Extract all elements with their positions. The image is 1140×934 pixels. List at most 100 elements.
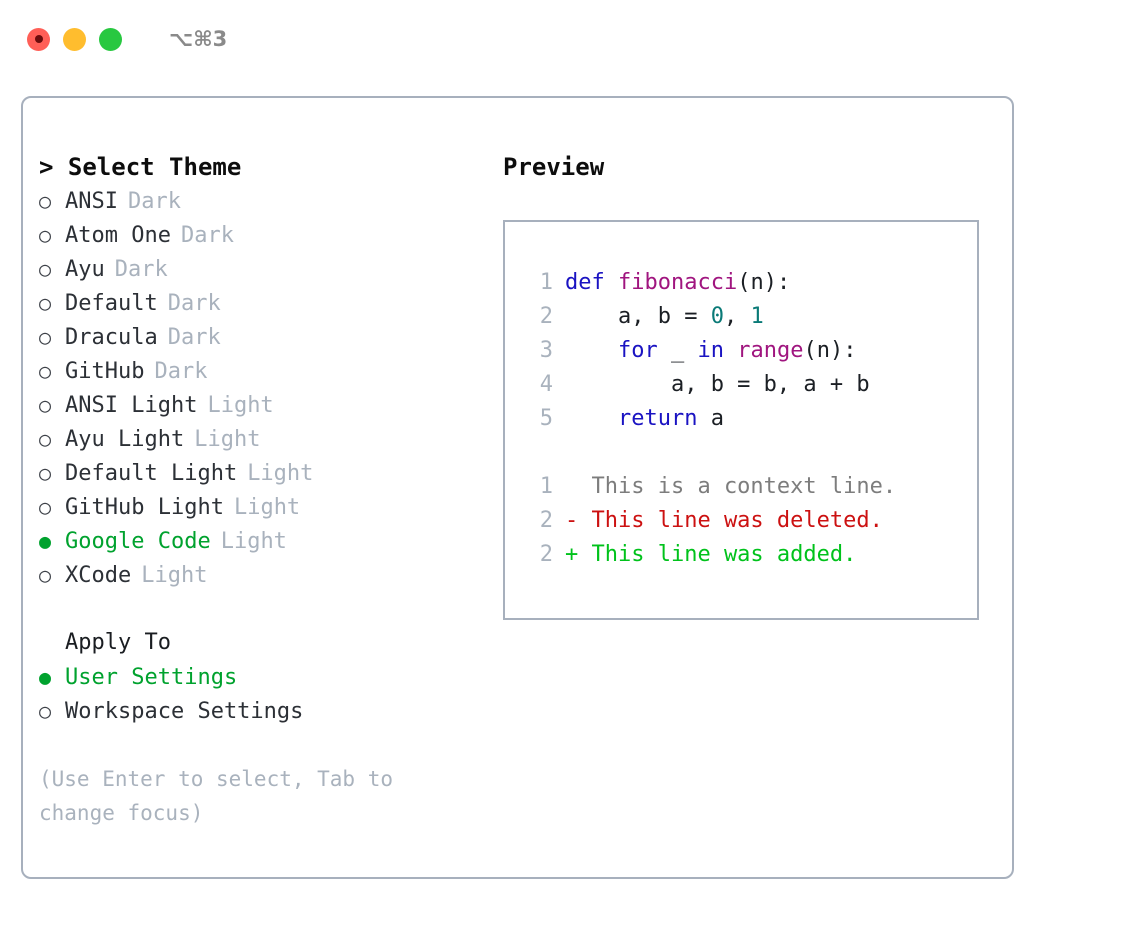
theme-option-category: Light [233,495,301,520]
code-token-number: 1 [750,304,764,329]
code-token-keyword: return [617,406,698,431]
diff-line-text: - This line was deleted. [565,508,883,533]
theme-option-label: Ayu Light [65,427,185,452]
diff-line-number: 1 [539,474,553,499]
theme-option-default[interactable]: ○ Default Dark [39,286,499,320]
code-token-plain [724,334,737,368]
code-token-number: 0 [710,304,724,329]
theme-option-ayu-light[interactable]: ○ Ayu Light Light [39,422,499,456]
theme-option-xcode[interactable]: ○ XCode Light [39,558,499,592]
theme-option-label: GitHub Light [65,495,224,520]
minimize-button-icon[interactable] [63,27,86,51]
theme-option-ansi-light[interactable]: ○ ANSI Light Light [39,388,499,422]
code-token-plain [565,402,618,436]
traffic-lights [27,27,122,51]
code-line: 2 a, b = 0, 1 [505,300,977,334]
radio-unselected-icon: ○ [39,563,52,587]
theme-option-category: Dark [114,257,168,282]
code-token-plain: (n): [737,270,791,295]
theme-option-ayu[interactable]: ○ Ayu Dark [39,252,499,286]
radio-unselected-icon: ○ [39,223,52,247]
radio-unselected-icon: ○ [39,257,52,281]
apply-to-option-user-settings[interactable]: ● User Settings [39,660,499,694]
theme-option-category: Dark [154,359,208,384]
code-token-plain: a, b = [565,304,711,329]
theme-option-category: Dark [167,291,221,316]
radio-unselected-icon: ○ [39,427,52,451]
diff-line-number: 2 [539,508,553,533]
code-token-plain: _ [657,338,698,363]
theme-option-google-code[interactable]: ● Google Code Light [39,524,499,558]
theme-option-category: Dark [167,325,221,350]
radio-selected-icon: ● [39,529,52,553]
close-active-dot-icon [34,35,43,43]
code-line: 5 return a [505,402,977,436]
code-token-plain: a, b = b, a + b [565,372,870,397]
diff-line-added: 2 + This line was added. [505,538,977,572]
theme-option-github[interactable]: ○ GitHub Dark [39,354,499,388]
theme-option-github-light[interactable]: ○ GitHub Light Light [39,490,499,524]
code-token-keyword: def [565,270,618,295]
code-line-number: 5 [539,406,553,431]
theme-option-label: ANSI Light [65,393,198,418]
theme-option-label: Atom One [65,223,171,248]
theme-option-category: Light [194,427,261,452]
code-token-plain: a [697,406,724,431]
diff-line-text: This is a context line. [565,474,897,499]
theme-option-category: Light [141,563,208,588]
theme-option-label: Ayu [65,257,105,282]
apply-to-list[interactable]: ● User Settings ○Workspace Settings [39,660,499,728]
apply-to-heading: Apply To [65,630,171,655]
theme-option-label: GitHub [65,359,145,384]
theme-option-label: Google Code [65,529,211,554]
radio-unselected-icon: ○ [39,189,52,213]
code-token-function: fibonacci [617,270,738,295]
code-line-number: 3 [539,338,553,363]
diff-line-number: 2 [539,542,553,567]
title-bar: ⌥⌘3 [0,0,1140,78]
keyboard-hint-text: (Use Enter to select, Tab to change focu… [39,767,406,825]
code-line: 4 a, b = b, a + b [505,368,977,402]
code-token-plain: , [723,304,751,329]
maximize-button-icon[interactable] [99,27,122,51]
theme-option-category: Light [207,393,274,418]
radio-unselected-icon: ○ [39,495,52,519]
radio-unselected-icon: ○ [39,359,52,383]
theme-option-default-light[interactable]: ○ Default Light Light [39,456,499,490]
code-token-keyword: in [697,338,724,363]
theme-option-label: Default Light [65,461,238,486]
diff-line-text: + This line was added. [565,542,857,567]
apply-to-option-label: Workspace Settings [65,699,304,724]
code-token-plain: (n): [803,338,857,363]
apply-to-option-label: User Settings [65,665,238,690]
keyboard-shortcut-label: ⌥⌘3 [169,27,228,51]
radio-selected-icon: ● [39,665,52,689]
code-spacer [505,436,977,470]
radio-unselected-icon: ○ [39,291,52,315]
code-token-function: range [737,338,804,363]
radio-unselected-icon: ○ [39,461,52,485]
code-token-plain [565,334,618,368]
apply-to-option-workspace-settings[interactable]: ○Workspace Settings [39,694,499,728]
theme-option-label: ANSI [65,189,118,214]
close-button-icon[interactable] [27,27,50,51]
theme-option-category: Light [247,461,314,486]
theme-option-label: XCode [65,563,132,588]
diff-line-context: 1 This is a context line. [505,470,977,504]
code-line-number: 2 [539,304,553,329]
code-line-number: 1 [539,270,553,295]
code-token-keyword: for [617,338,658,363]
theme-option-category: Light [220,529,287,554]
theme-option-label: Default [65,291,158,316]
radio-unselected-icon: ○ [39,325,52,349]
radio-unselected-icon: ○ [39,393,52,417]
